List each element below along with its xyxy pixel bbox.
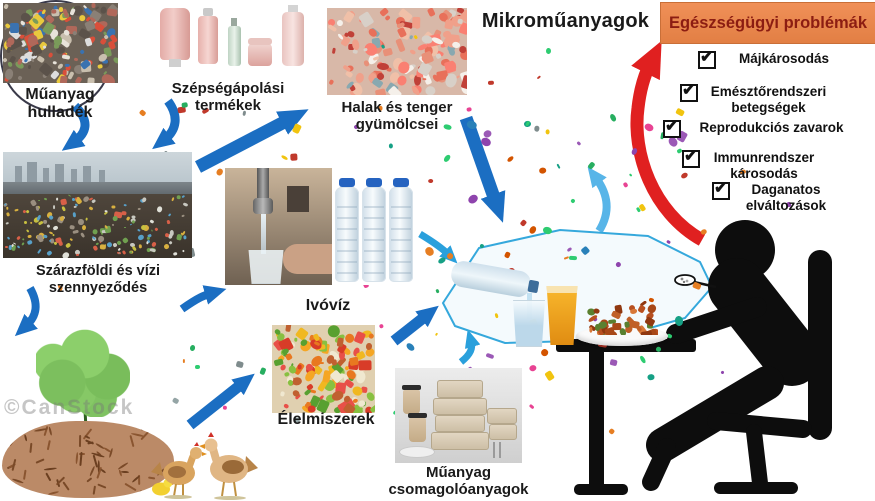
health-item: ✔ Reprodukciós zavarok — [663, 118, 854, 138]
coffee-cup — [408, 413, 427, 442]
label-foods: Élelmiszerek — [277, 411, 375, 428]
coffee-cup — [402, 385, 421, 414]
arrow-cosmetics-to-pollution — [152, 98, 180, 150]
label-drinking-water: Ivóvíz — [305, 297, 351, 314]
health-item: ✔ Emésztőrendszeri betegségek — [680, 82, 827, 115]
chair-leg — [746, 424, 768, 491]
checkbox-checked-icon: ✔ — [698, 49, 716, 69]
arrow-trash-to-pollution — [61, 102, 90, 151]
health-item: ✔ Daganatos elváltozások — [712, 180, 827, 213]
tall-bottle — [282, 5, 304, 66]
sea — [3, 182, 192, 196]
person-eating-pictogram — [556, 220, 832, 495]
seafood-image — [327, 8, 467, 95]
arrow-pollution-to-tapwater — [179, 285, 227, 313]
plastic-waste-image — [3, 3, 118, 83]
cream-tube — [160, 8, 190, 67]
arrow-red-to-health — [630, 40, 706, 246]
water-stream — [261, 214, 266, 254]
arrow-soil-to-foods — [186, 373, 255, 430]
arrow-packaging-to-dinner — [458, 329, 481, 365]
label-packaging: Műanyag csomagolóanyagok — [388, 464, 529, 499]
hand — [283, 244, 332, 274]
littered-beach — [3, 194, 192, 258]
checkbox-checked-icon: ✔ — [682, 148, 700, 168]
health-item: ✔ Májkárosodás — [698, 49, 844, 69]
arrow-fish-to-dinner — [459, 115, 506, 223]
beer-glass — [546, 286, 578, 345]
chair-seat — [707, 412, 812, 438]
checkbox-checked-icon: ✔ — [712, 180, 730, 200]
page-title: Mikroműanyagok — [481, 10, 650, 32]
arrow-pollution-to-fish — [194, 109, 309, 173]
packaging-image — [395, 368, 522, 463]
health-problems-header: Egészségügyi problémák — [660, 2, 875, 44]
health-item: ✔ Immunrendszer károsodás — [682, 148, 815, 181]
label-fish-seafood: Halak és tenger gyümölcsei — [341, 99, 453, 134]
person-arm — [666, 297, 767, 344]
checkbox-checked-icon: ✔ — [680, 82, 698, 102]
water-bottles-image — [333, 172, 415, 285]
cosmetic-bottle — [198, 8, 218, 64]
person-torso — [708, 258, 821, 386]
foods-image — [272, 325, 375, 413]
label-pollution: Szárazföldi és vízi szennyeződés — [35, 263, 161, 296]
arrow-dinner-to-microplastics — [587, 166, 611, 234]
beauty-products-image — [148, 2, 313, 78]
arrow-pollution-to-plant — [14, 286, 40, 337]
person-leg — [642, 438, 676, 491]
chickens-image — [151, 432, 258, 500]
faucet-icon — [257, 168, 269, 202]
label-plastic-waste: Műanyag hulladék — [25, 86, 95, 122]
arrow-foods-to-dinner — [390, 305, 439, 346]
plant-foliage — [36, 327, 130, 417]
tap-water-image — [225, 168, 332, 285]
label-beauty-products: Szépségápolási termékek — [171, 80, 285, 115]
stock-watermark: ©CanStock — [4, 396, 135, 419]
pollution-image — [3, 152, 192, 258]
water-glass — [248, 250, 284, 284]
fried-chicken — [586, 301, 658, 335]
health-problems-title: Egészségügyi problémák — [668, 13, 868, 32]
checkbox-checked-icon: ✔ — [663, 118, 681, 138]
cream-jar — [248, 38, 272, 66]
dinner-water-glass — [513, 300, 545, 347]
soil — [2, 421, 174, 498]
spray-bottle — [228, 18, 241, 66]
